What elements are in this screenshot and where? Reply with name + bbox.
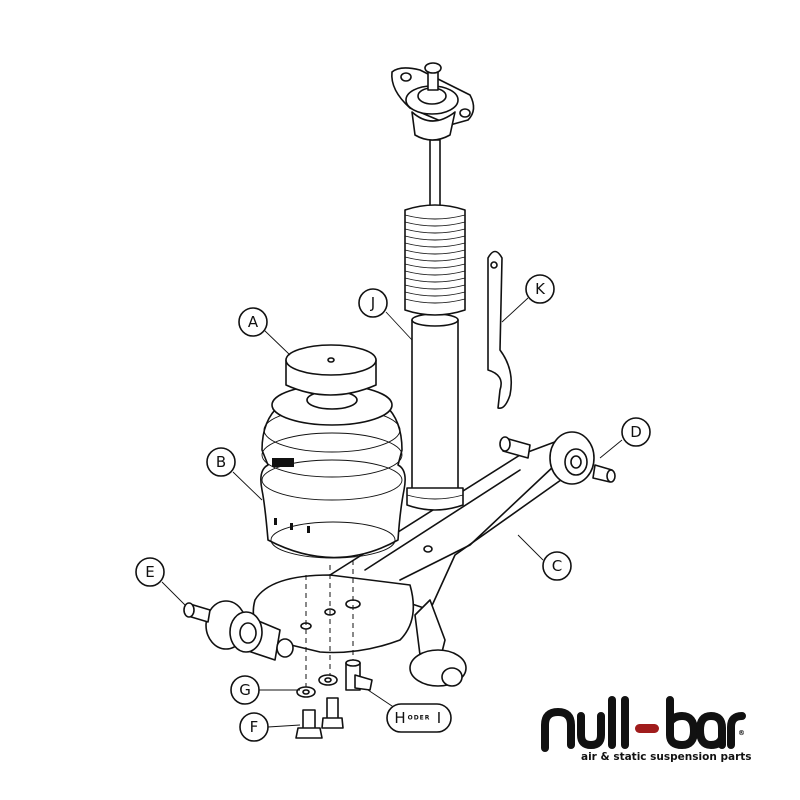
bellows-rib	[404, 228, 466, 234]
callout-h-oder-i: H ODER I	[386, 703, 452, 733]
spanner-wrench	[487, 250, 513, 410]
bellows-rib	[404, 263, 466, 269]
svg-text:F: F	[250, 718, 259, 736]
callout-j: J	[358, 288, 388, 318]
top-mount	[391, 62, 475, 141]
svg-text:A: A	[248, 313, 259, 331]
callout-f: F	[239, 712, 269, 742]
callout-b: B	[206, 447, 236, 477]
bellows-rib	[404, 270, 466, 276]
air-spring-label-mark	[272, 458, 294, 467]
control-arm	[329, 439, 576, 687]
callout-a: A	[238, 307, 268, 337]
air-spring	[260, 344, 406, 559]
bellows-rib	[404, 256, 466, 262]
bushing-right	[499, 431, 616, 485]
bellows-rib	[404, 284, 466, 290]
svg-text:air & static suspension parts: air & static suspension parts	[581, 751, 752, 763]
bellows-rib	[404, 221, 466, 227]
svg-text:ODER: ODER	[408, 715, 431, 722]
callout-d: D	[621, 417, 651, 447]
svg-text:I: I	[437, 709, 441, 727]
bellows-rib	[404, 214, 466, 220]
svg-text:D: D	[630, 423, 642, 441]
hardware	[295, 659, 373, 739]
bellows-rib	[404, 235, 466, 241]
svg-text:E: E	[145, 563, 154, 581]
svg-text:B: B	[216, 453, 226, 471]
bellows-rib	[404, 298, 466, 304]
callout-e: E	[135, 557, 165, 587]
svg-text:®: ®	[738, 729, 745, 737]
alignment-lines	[305, 560, 354, 700]
leader-lines	[161, 297, 623, 728]
bushing-left	[183, 600, 294, 661]
bellows-rib	[404, 291, 466, 297]
bellows-rib	[404, 242, 466, 248]
null-bar-logo: ® air & static suspension parts	[541, 696, 752, 763]
bellows-rib	[404, 277, 466, 283]
svg-text:G: G	[239, 681, 251, 699]
callout-c: C	[542, 551, 572, 581]
svg-text:K: K	[535, 280, 546, 298]
svg-text:C: C	[552, 557, 562, 575]
callout-k: K	[525, 274, 555, 304]
bellows-rib	[404, 249, 466, 255]
callout-g: G	[230, 675, 260, 705]
dust-bellows	[404, 204, 466, 316]
svg-text:J: J	[370, 294, 375, 312]
svg-text:H: H	[394, 709, 405, 727]
shock-absorber	[406, 139, 464, 511]
